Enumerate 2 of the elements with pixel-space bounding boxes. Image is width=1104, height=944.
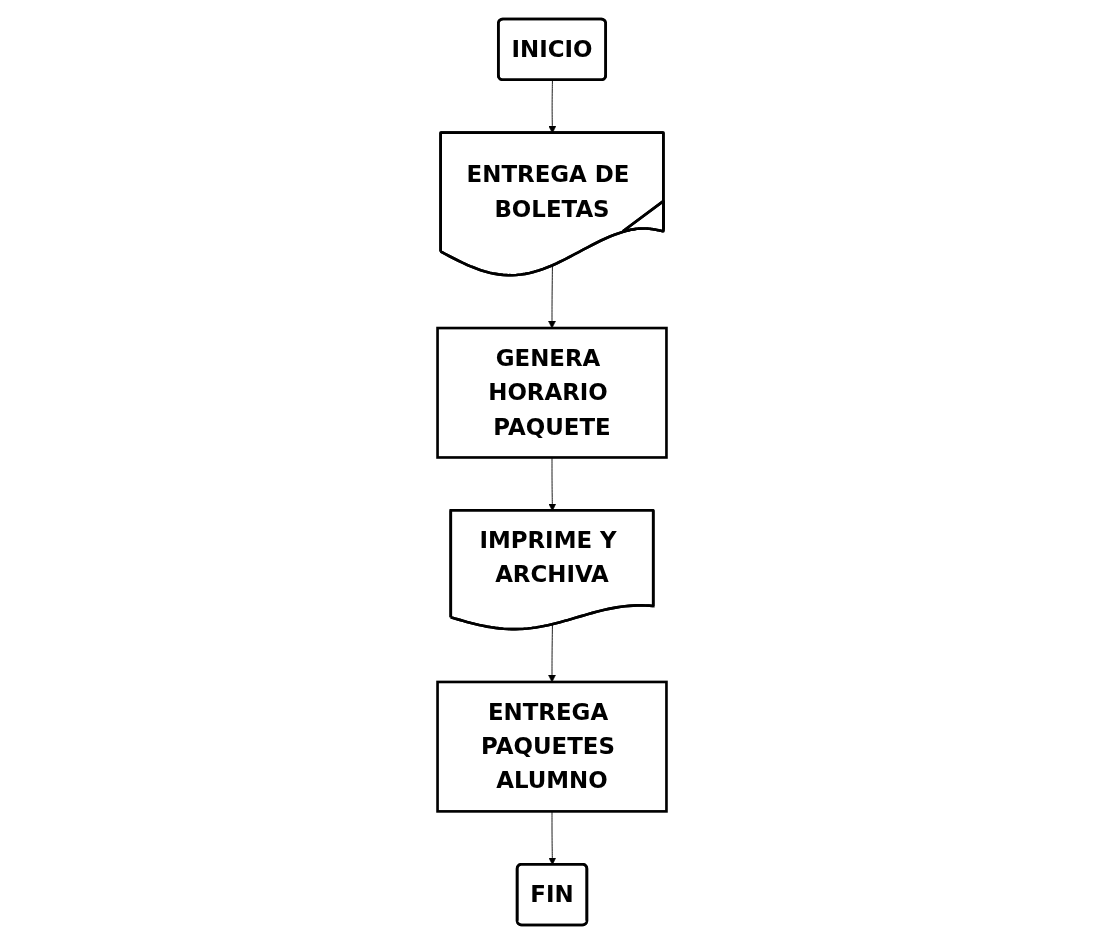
node-box: ENTREGA PAQUETES ALUMNO [436,680,668,813]
node-box: GENERA HORARIO PAQUETE [436,326,668,459]
